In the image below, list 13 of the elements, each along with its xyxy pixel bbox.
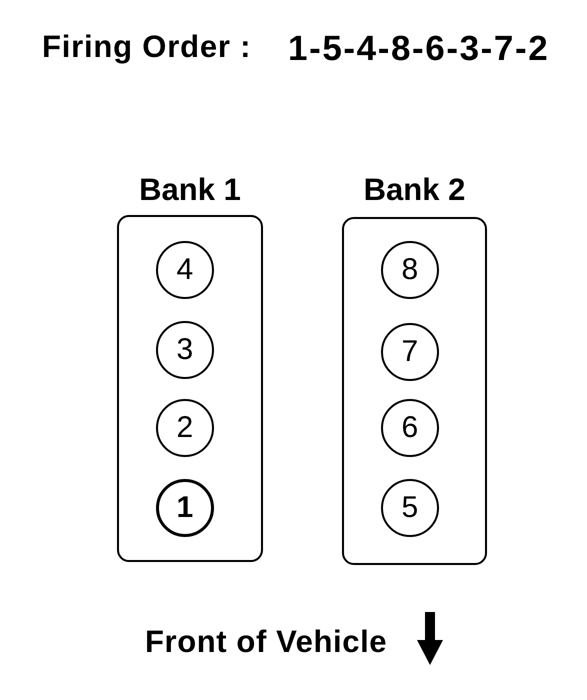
cylinder-number: 5 bbox=[401, 492, 418, 523]
cylinder-number: 3 bbox=[176, 334, 194, 365]
cylinder-number: 7 bbox=[401, 336, 418, 367]
bank-heading: Bank 2 bbox=[362, 174, 466, 205]
direction-label: Front of Vehicle bbox=[145, 626, 388, 657]
cylinder-number: 6 bbox=[401, 412, 418, 443]
cylinder-number: 1 bbox=[176, 492, 194, 523]
title: Firing Order : bbox=[42, 31, 252, 62]
cylinder-number: 2 bbox=[176, 412, 194, 443]
cylinder-number: 8 bbox=[401, 254, 418, 285]
firing-order-sequence: 1-5-4-8-6-3-7-2 bbox=[288, 31, 550, 66]
bank-heading: Bank 1 bbox=[138, 174, 242, 205]
cylinder-number: 4 bbox=[176, 254, 194, 285]
